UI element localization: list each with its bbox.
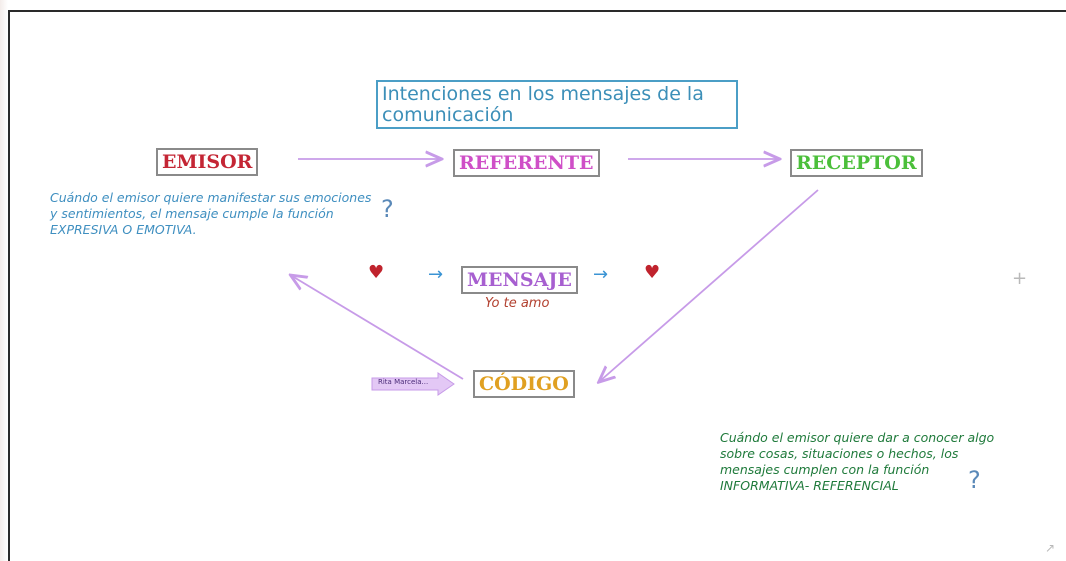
note-funcion-informativa: Cuándo el emisor quiere dar a conocer al… bbox=[720, 430, 995, 493]
node-referente: REFERENTE bbox=[453, 149, 600, 177]
node-receptor: RECEPTOR bbox=[790, 149, 923, 177]
arrow-right-icon: → bbox=[593, 264, 609, 285]
heart-icon: ♥ bbox=[644, 262, 661, 283]
node-codigo: CÓDIGO bbox=[473, 370, 575, 398]
left-edge-shadow bbox=[0, 0, 8, 561]
node-mensaje: MENSAJE bbox=[461, 266, 578, 294]
diagram-canvas bbox=[8, 10, 1066, 561]
author-label: Rita Marcela... bbox=[378, 378, 429, 386]
heart-icon: ♥ bbox=[368, 262, 385, 283]
expand-icon[interactable]: ↗ bbox=[1045, 541, 1056, 555]
arrow-receptor-to-codigo bbox=[600, 189, 819, 381]
node-emisor: EMISOR bbox=[156, 148, 259, 176]
diagram-title: Intenciones en los mensajes de la comuni… bbox=[376, 80, 738, 129]
arrow-codigo-to-emisor bbox=[292, 276, 464, 380]
note-funcion-expresiva: Cuándo el emisor quiere manifestar sus e… bbox=[50, 190, 372, 237]
question-mark-icon: ? bbox=[381, 195, 394, 223]
arrow-right-icon: → bbox=[428, 264, 444, 285]
question-mark-icon: ? bbox=[968, 466, 981, 494]
message-example: Yo te amo bbox=[485, 296, 550, 311]
author-arrow-shape bbox=[371, 372, 455, 396]
add-icon[interactable]: + bbox=[1012, 268, 1028, 289]
